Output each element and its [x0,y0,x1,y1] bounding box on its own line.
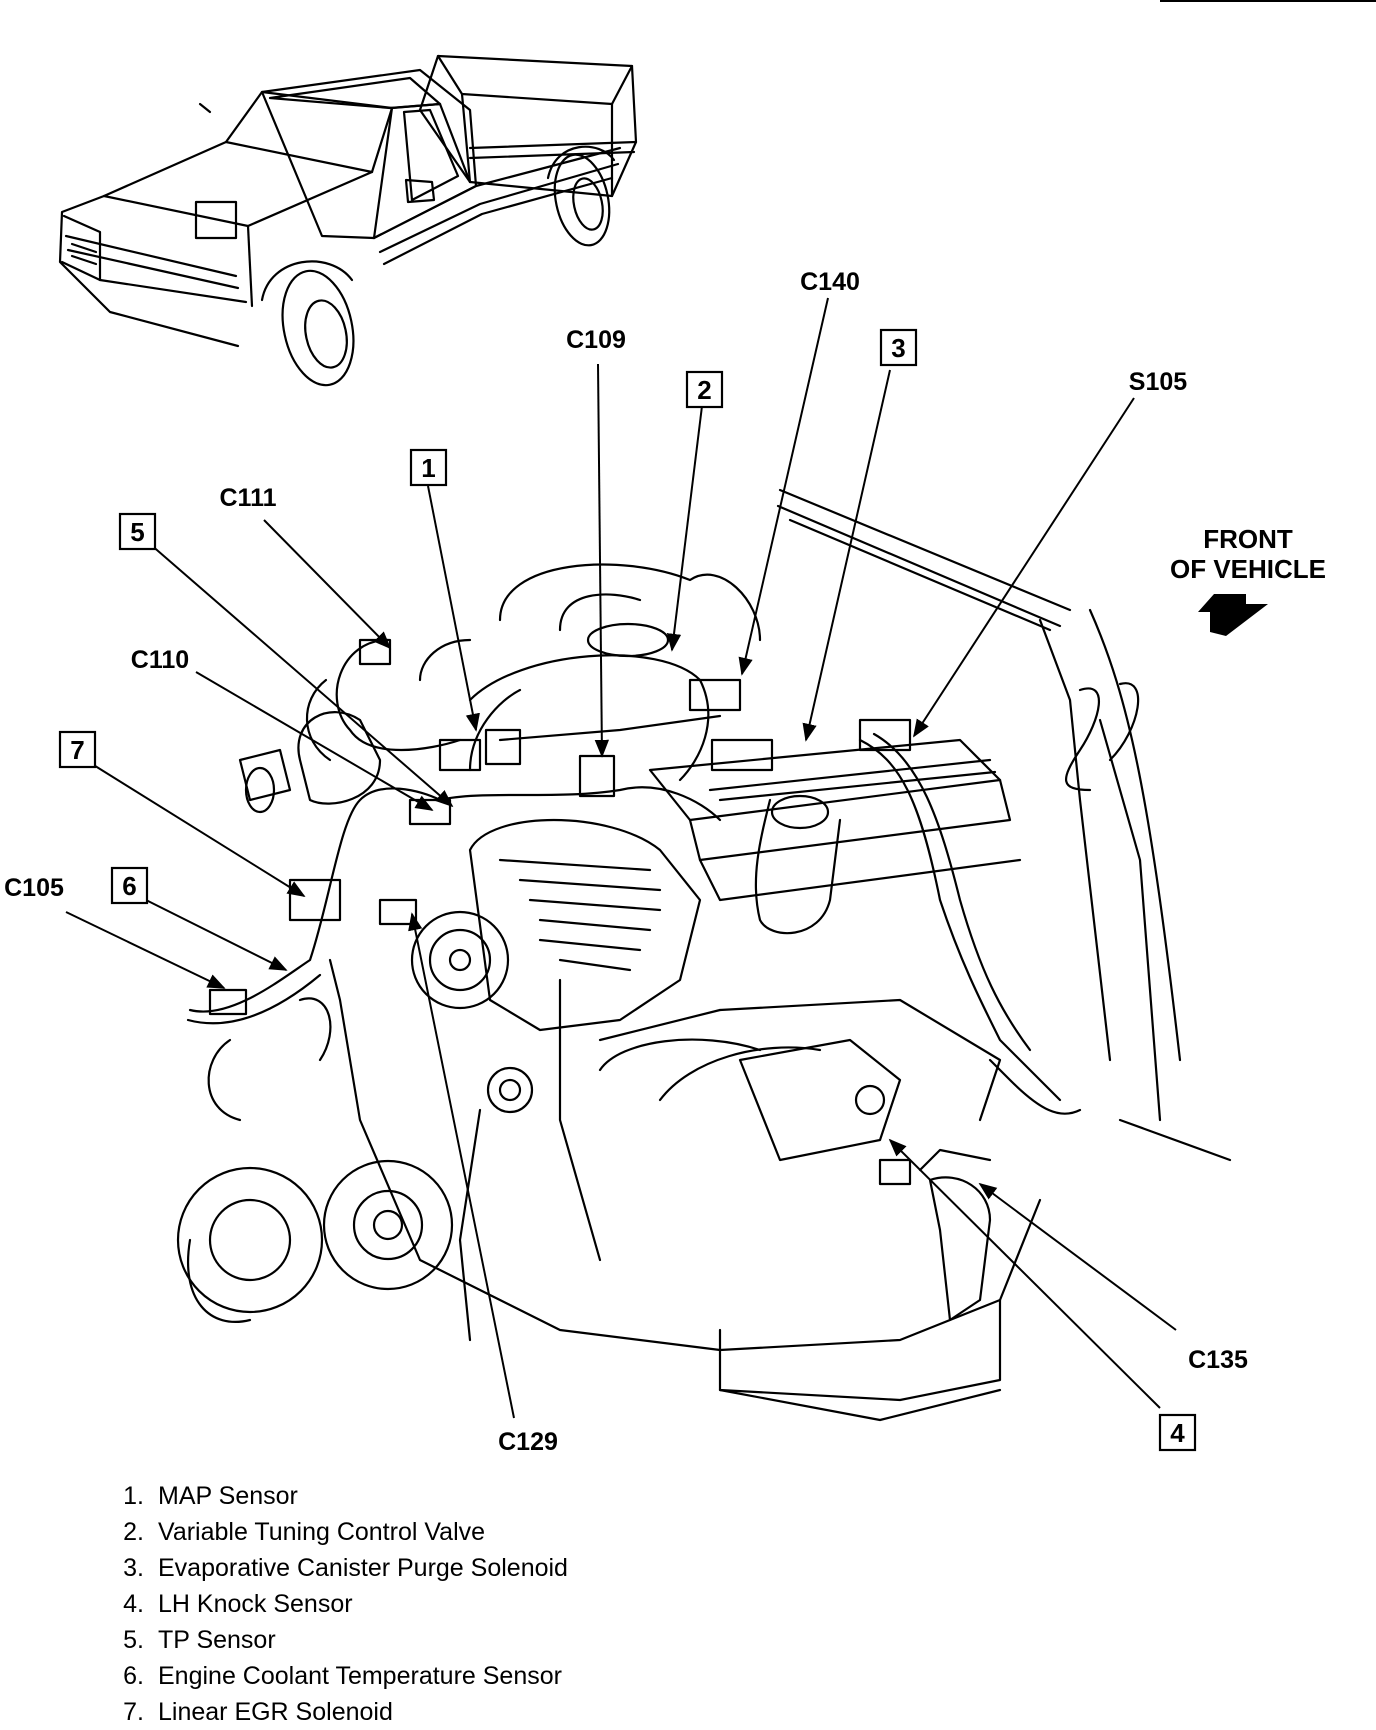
leader-c109 [594,363,610,758]
legend-item: 6. Engine Coolant Temperature Sensor [100,1658,568,1694]
leader-c111 [263,519,392,650]
legend-item-number: 4. [123,1590,144,1618]
component-box-4: 4 [1158,1413,1197,1452]
legend-item: 2. Variable Tuning Control Valve [100,1514,568,1550]
component-box-1: 1 [409,448,448,487]
connector-label-c111: C111 [219,484,276,512]
svg-text:7: 7 [70,735,84,765]
front-label-line1: FRONT [1203,524,1293,554]
component-box-5: 5 [118,512,157,551]
leader-box-2 [666,405,703,652]
legend-item-label: Variable Tuning Control Valve [158,1518,486,1546]
legend-item: 7. Linear EGR Solenoid [100,1694,568,1730]
connector-label-c140: C140 [800,268,860,296]
connector-labels: C140 C109 S105 C111 C110 C105 C135 C129 [4,268,1248,1456]
svg-text:2: 2 [697,375,711,405]
leader-box-6 [141,897,288,971]
legend-item-number: 6. [123,1662,144,1690]
component-box-6: 6 [110,866,149,905]
component-number-boxes: 1 2 3 4 5 6 7 [58,328,1197,1452]
legend-item-number: 1. [123,1482,144,1510]
legend-item-label: TP Sensor [158,1626,276,1654]
component-box-3: 3 [879,328,918,367]
leader-c129 [408,912,515,1419]
component-legend: 1. MAP Sensor 2. Variable Tuning Control V… [100,1478,568,1730]
connector-label-c109: C109 [566,326,626,354]
pickup-truck-illustration [58,54,638,387]
legend-item-number: 3. [123,1554,144,1582]
svg-text:1: 1 [421,453,435,483]
legend-item: 4. LH Knock Sensor [100,1586,568,1622]
leader-box-1 [427,485,480,732]
front-arrow-icon [1198,594,1268,636]
legend-item-number: 7. [123,1698,144,1726]
legend-item: 1. MAP Sensor [100,1478,568,1514]
legend-item-number: 5. [123,1626,144,1654]
leader-c135 [978,1182,1177,1331]
svg-text:6: 6 [122,871,136,901]
legend-item-label: MAP Sensor [158,1482,298,1510]
connector-label-c135: C135 [1188,1346,1248,1374]
engine-illustration [176,488,1232,1422]
front-of-vehicle-indicator: FRONT OF VEHICLE [1170,524,1326,636]
leader-box-4 [888,1138,1161,1409]
legend-item-number: 2. [123,1518,144,1546]
leader-c110 [195,671,434,811]
leader-c140 [738,297,829,676]
legend-item-label: Evaporative Canister Purge Solenoid [158,1554,568,1582]
connector-label-c105: C105 [4,874,64,902]
legend-item: 3. Evaporative Canister Purge Solenoid [100,1550,568,1586]
leader-box-7 [91,763,306,897]
legend-item-label: Linear EGR Solenoid [158,1698,393,1726]
connector-label-c129: C129 [498,1428,558,1456]
component-box-7: 7 [58,730,97,769]
svg-text:5: 5 [130,517,144,547]
leader-s105 [913,397,1135,738]
leader-lines [65,297,1177,1419]
leader-box-3 [802,369,891,742]
legend-item: 5. TP Sensor [100,1622,568,1658]
legend-item-label: Engine Coolant Temperature Sensor [158,1662,562,1690]
leader-box-5 [149,543,454,808]
connector-label-c110: C110 [131,646,189,674]
svg-text:3: 3 [891,333,905,363]
component-box-2: 2 [685,370,724,409]
front-label-line2: OF VEHICLE [1170,554,1326,584]
legend-item-label: LH Knock Sensor [158,1590,353,1618]
connector-label-s105: S105 [1129,368,1187,396]
svg-text:4: 4 [1170,1418,1185,1448]
leader-c105 [65,911,226,989]
